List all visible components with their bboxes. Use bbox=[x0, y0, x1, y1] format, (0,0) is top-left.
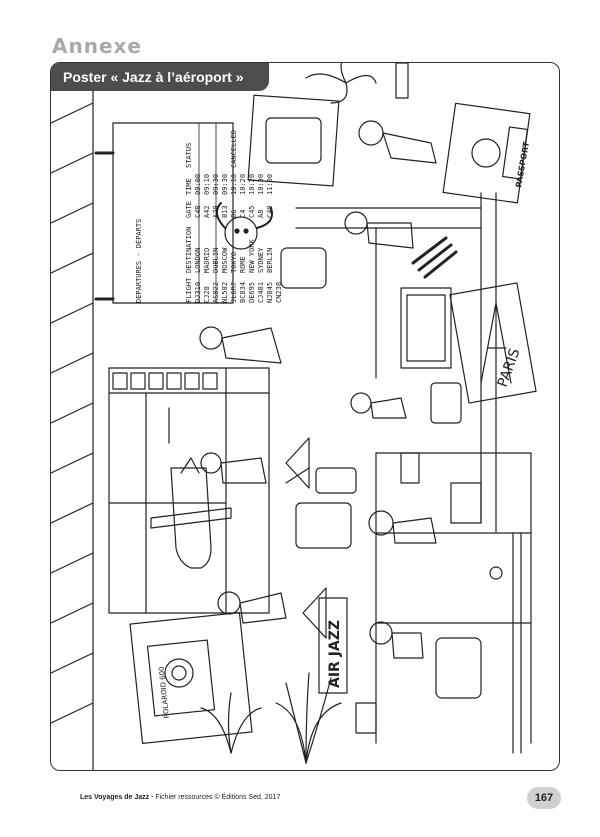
svg-text:BERLIN: BERLIN bbox=[266, 248, 274, 273]
svg-text:10:20: 10:20 bbox=[239, 174, 247, 195]
svg-text:10:30: 10:30 bbox=[257, 174, 265, 195]
board-header-time: TIME bbox=[185, 178, 193, 195]
svg-text:ROME: ROME bbox=[239, 256, 247, 273]
svg-text:CJ481: CJ481 bbox=[257, 282, 265, 303]
left-wall-stripes bbox=[51, 90, 94, 770]
svg-text:A8: A8 bbox=[257, 210, 265, 218]
suitcase-3 bbox=[435, 637, 482, 699]
svg-text:09:10: 09:10 bbox=[203, 174, 211, 195]
board-header-flight: FLIGHT bbox=[185, 277, 193, 303]
svg-text:11:00: 11:00 bbox=[266, 174, 274, 195]
camera-label: POLAROID 600 bbox=[158, 666, 171, 719]
svg-text:NL582: NL582 bbox=[221, 282, 229, 303]
suitcase-1 bbox=[295, 502, 352, 549]
suitcase-4 bbox=[280, 247, 327, 289]
svg-text:NJ845: NJ845 bbox=[266, 282, 274, 303]
svg-text:C40: C40 bbox=[266, 205, 274, 218]
traveler-figures bbox=[199, 120, 437, 659]
shop-window bbox=[108, 367, 270, 614]
section-title: Annexe bbox=[52, 34, 142, 58]
svg-text:10:20: 10:20 bbox=[248, 174, 256, 195]
suitcase-5 bbox=[430, 382, 462, 424]
airport-scene-illustration: DEPARTURES - DÉPARTS FLIGHT DESTINATION … bbox=[51, 63, 537, 770]
svg-text:B13: B13 bbox=[221, 205, 229, 218]
check-in-counter bbox=[375, 452, 532, 744]
svg-text:10:10: 10:10 bbox=[230, 174, 238, 195]
svg-text:JL6R7: JL6R7 bbox=[230, 282, 238, 303]
board-header-gate: GATE bbox=[185, 201, 193, 218]
footer-credit: Les Voyages de Jazz - Fichier ressources… bbox=[80, 794, 280, 801]
footer-copyright: - Fichier ressources © Éditions Sed, 201… bbox=[149, 794, 281, 801]
svg-text:LONDON: LONDON bbox=[194, 248, 202, 273]
airplane-drawing bbox=[150, 457, 232, 569]
svg-text:B6: B6 bbox=[230, 210, 238, 218]
svg-text:MADRID: MADRID bbox=[203, 248, 211, 273]
svg-text:CN238: CN238 bbox=[275, 282, 283, 303]
svg-text:MOSCOW: MOSCOW bbox=[221, 247, 229, 273]
palm-tree-bottom bbox=[200, 692, 262, 754]
palm-tree-top bbox=[305, 63, 409, 104]
svg-text:DE695: DE695 bbox=[248, 282, 256, 303]
svg-text:C4: C4 bbox=[239, 210, 247, 218]
svg-text:CJ28: CJ28 bbox=[203, 286, 211, 303]
passport-label: PASSPORT bbox=[514, 141, 531, 189]
cancelled-status: CANCELLED bbox=[230, 130, 238, 168]
board-title: DEPARTURES - DÉPARTS bbox=[134, 219, 143, 303]
board-header-status: STATUS bbox=[185, 143, 193, 168]
svg-text:SYDNEY: SYDNEY bbox=[257, 247, 265, 273]
departures-board-text: DEPARTURES - DÉPARTS FLIGHT DESTINATION … bbox=[134, 130, 283, 303]
suitcase-2 bbox=[315, 467, 357, 494]
svg-text:A20: A20 bbox=[212, 205, 220, 218]
svg-text:NEW YORK: NEW YORK bbox=[248, 238, 256, 273]
svg-text:BC834: BC834 bbox=[239, 282, 247, 303]
svg-text:DUBLIN: DUBLIN bbox=[212, 248, 220, 273]
svg-text:09:30: 09:30 bbox=[221, 174, 229, 195]
svg-text:TOKYO: TOKYO bbox=[230, 252, 238, 273]
svg-text:AS822: AS822 bbox=[212, 282, 220, 303]
footer-book-title: Les Voyages de Jazz bbox=[80, 794, 150, 801]
potted-plant-bottom bbox=[275, 672, 377, 764]
airjazz-sign-board bbox=[318, 597, 348, 694]
poster-frame: DEPARTURES - DÉPARTS FLIGHT DESTINATION … bbox=[50, 62, 560, 771]
svg-text:C48: C48 bbox=[194, 205, 202, 218]
scanner-poster bbox=[247, 94, 340, 187]
poster-title-banner: Poster « Jazz à l’aéroport » bbox=[51, 63, 269, 91]
svg-text:09:00: 09:00 bbox=[194, 174, 202, 195]
board-header-destination: DESTINATION bbox=[185, 227, 193, 273]
paris-poster bbox=[449, 282, 537, 404]
paris-sign-text: PARIS bbox=[495, 346, 524, 389]
gate-door bbox=[400, 287, 452, 369]
svg-text:DJ310: DJ310 bbox=[194, 282, 202, 303]
airjazz-sign-text: AIR JAZZ bbox=[327, 620, 343, 688]
svg-text:A42: A42 bbox=[203, 205, 211, 218]
departures-board bbox=[112, 122, 234, 304]
page-number-badge: 167 bbox=[527, 787, 561, 809]
svg-text:C45: C45 bbox=[248, 205, 256, 218]
jazz-dog bbox=[215, 202, 273, 250]
camera-poster bbox=[129, 611, 253, 745]
svg-text:09:30: 09:30 bbox=[212, 174, 220, 195]
